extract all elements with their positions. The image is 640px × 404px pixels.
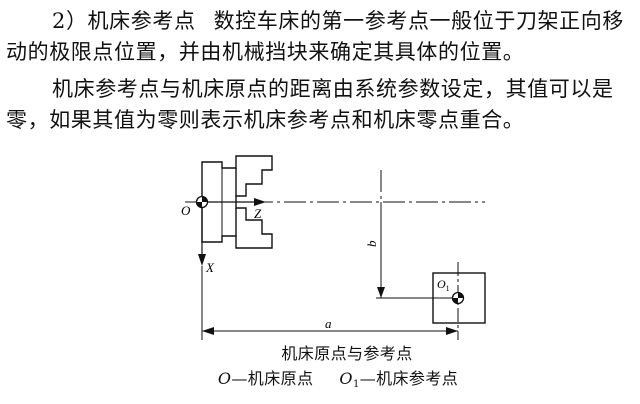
section-heading: 2）机床参考点 — [52, 9, 196, 33]
dim-a-arrow-right — [446, 327, 458, 335]
legend-o-text: —机床原点 — [231, 369, 314, 388]
figure-caption-title: 机床原点与参考点 — [281, 344, 413, 363]
reference-point-symbol — [451, 291, 465, 305]
paragraph-1-body: 数控车床的第一参考点一般位于刀架正向移动的极限点位置，并由机械挡块来确定其具体的… — [6, 9, 624, 64]
legend-o-symbol: O — [217, 369, 232, 388]
origin-label: O — [181, 203, 191, 218]
paragraph-reference-point: 2）机床参考点数控车床的第一参考点一般位于刀架正向移动的极限点位置，并由机械挡块… — [6, 6, 634, 68]
legend-o1-text: —机床参考点 — [359, 369, 459, 388]
ref-point-label-main: O — [437, 277, 446, 291]
x-axis-label: X — [205, 260, 215, 275]
ref-point-label-sub: 1 — [446, 284, 450, 293]
paragraph-distance: 机床参考点与机床原点的距离由系统参数设定，其值可以是零，如果其值为零则表示机床参… — [6, 74, 634, 136]
reference-point-box — [432, 272, 486, 324]
x-axis-arrowhead — [198, 254, 206, 266]
chuck-outline — [201, 155, 273, 249]
dim-a-label: a — [325, 316, 332, 331]
legend-o1-sub: 1 — [352, 379, 360, 390]
dim-b-label: b — [364, 240, 379, 247]
z-axis-arrowhead — [254, 198, 266, 206]
origin-symbol — [195, 195, 209, 209]
ref-point-label: O1 — [437, 277, 450, 293]
dim-b-arrowhead — [377, 287, 385, 298]
body-text: 2）机床参考点数控车床的第一参考点一般位于刀架正向移动的极限点位置，并由机械挡块… — [6, 6, 634, 136]
dim-a-arrow-left — [202, 327, 214, 335]
paragraph-2-body: 机床参考点与机床原点的距离由系统参数设定，其值可以是零，如果其值为零则表示机床参… — [6, 77, 614, 132]
legend-o1-symbol: O — [339, 369, 353, 388]
z-axis-label: Z — [254, 206, 262, 221]
